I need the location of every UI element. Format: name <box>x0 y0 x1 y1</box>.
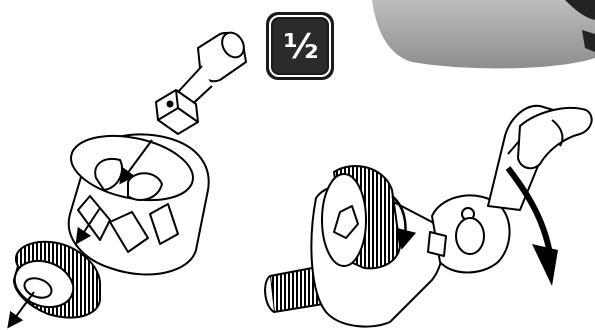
ratchet-illustration <box>265 106 592 327</box>
fraction-label: ½ <box>265 12 335 82</box>
size-badge-label: ½ <box>265 12 335 82</box>
tool-photo-corner <box>372 0 595 68</box>
